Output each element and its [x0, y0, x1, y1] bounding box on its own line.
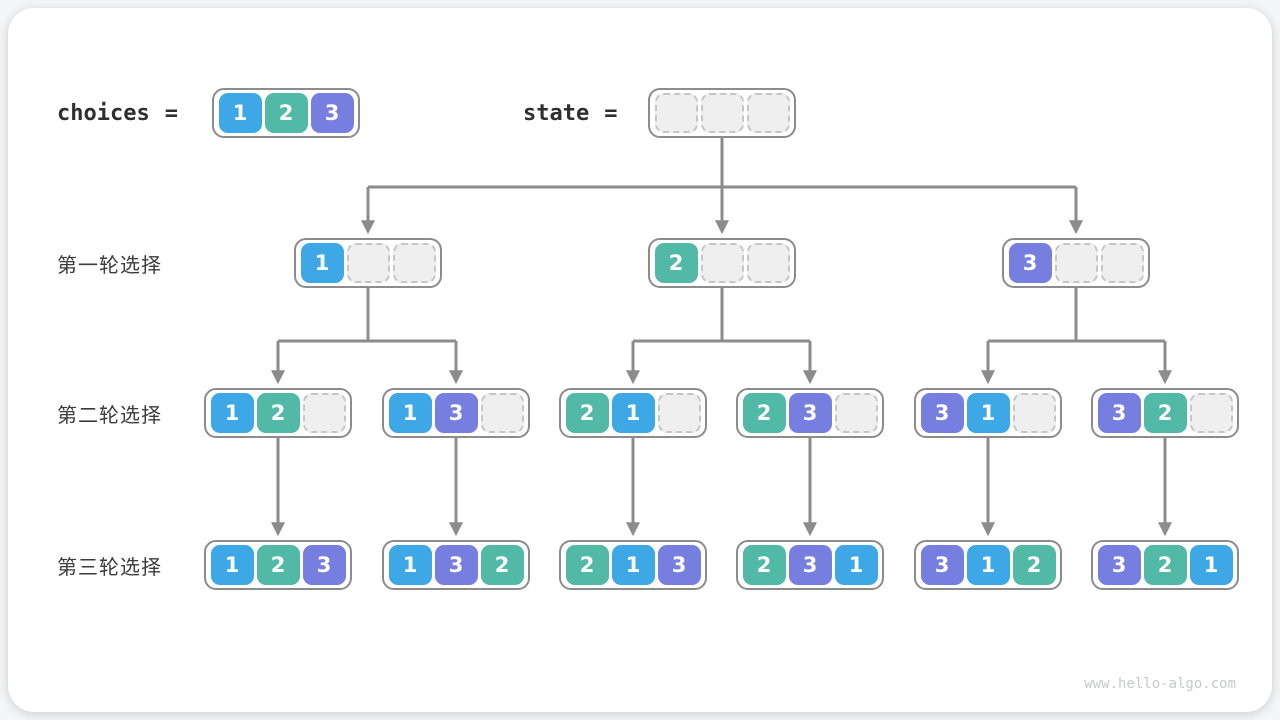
empty-slot: [1100, 243, 1144, 283]
empty-slot: [392, 243, 436, 283]
value-cell-2: 2: [480, 545, 524, 585]
value-cell-2: 2: [742, 545, 786, 585]
value-cell-1: 1: [611, 393, 655, 433]
choices-label-group: choices =: [57, 88, 178, 138]
empty-slot: [746, 243, 790, 283]
value-cell-2: 2: [264, 93, 308, 133]
value-cell-2: 2: [256, 393, 300, 433]
value-cell-1: 1: [210, 545, 254, 585]
row-label-round-3: 第三轮选择: [57, 556, 162, 579]
state-equals-sign: =: [604, 100, 618, 126]
value-cell-2: 2: [256, 545, 300, 585]
empty-slot: [1012, 393, 1056, 433]
empty-slot: [700, 93, 744, 133]
round1-state-box-1: 1: [294, 238, 442, 288]
value-cell-1: 1: [218, 93, 262, 133]
value-cell-3: 3: [788, 545, 832, 585]
value-cell-2: 2: [654, 243, 698, 283]
value-cell-2: 2: [1012, 545, 1056, 585]
row-label-round-2: 第二轮选择: [57, 404, 162, 427]
value-cell-3: 3: [302, 545, 346, 585]
value-cell-1: 1: [966, 545, 1010, 585]
empty-slot: [1189, 393, 1233, 433]
empty-slot: [480, 393, 524, 433]
value-cell-3: 3: [434, 393, 478, 433]
empty-slot: [654, 93, 698, 133]
value-cell-1: 1: [611, 545, 655, 585]
value-cell-1: 1: [388, 545, 432, 585]
state-array-box: [648, 88, 796, 138]
choices-equals-sign: =: [164, 100, 178, 126]
empty-slot: [834, 393, 878, 433]
empty-slot: [302, 393, 346, 433]
value-cell-2: 2: [1143, 545, 1187, 585]
value-cell-1: 1: [210, 393, 254, 433]
watermark-text: www.hello-algo.com: [1084, 676, 1236, 692]
empty-slot: [746, 93, 790, 133]
value-cell-3: 3: [434, 545, 478, 585]
value-cell-1: 1: [300, 243, 344, 283]
value-cell-3: 3: [310, 93, 354, 133]
empty-slot: [700, 243, 744, 283]
value-cell-1: 1: [388, 393, 432, 433]
value-cell-2: 2: [565, 393, 609, 433]
empty-slot: [1054, 243, 1098, 283]
value-cell-2: 2: [565, 545, 609, 585]
round1-state-box-3: 3: [1002, 238, 1150, 288]
value-cell-1: 1: [1189, 545, 1233, 585]
value-cell-3: 3: [1097, 545, 1141, 585]
empty-slot: [346, 243, 390, 283]
state-label-group: state =: [523, 88, 617, 138]
value-cell-3: 3: [920, 393, 964, 433]
value-cell-2: 2: [742, 393, 786, 433]
value-cell-3: 3: [920, 545, 964, 585]
value-cell-1: 1: [966, 393, 1010, 433]
value-cell-3: 3: [1008, 243, 1052, 283]
value-cell-1: 1: [834, 545, 878, 585]
empty-slot: [657, 393, 701, 433]
choices-label: choices: [57, 100, 150, 126]
value-cell-3: 3: [788, 393, 832, 433]
value-cell-2: 2: [1143, 393, 1187, 433]
value-cell-3: 3: [1097, 393, 1141, 433]
round1-state-box-2: 2: [648, 238, 796, 288]
state-label: state: [523, 100, 590, 126]
value-cell-3: 3: [657, 545, 701, 585]
row-label-round-1: 第一轮选择: [57, 254, 162, 277]
